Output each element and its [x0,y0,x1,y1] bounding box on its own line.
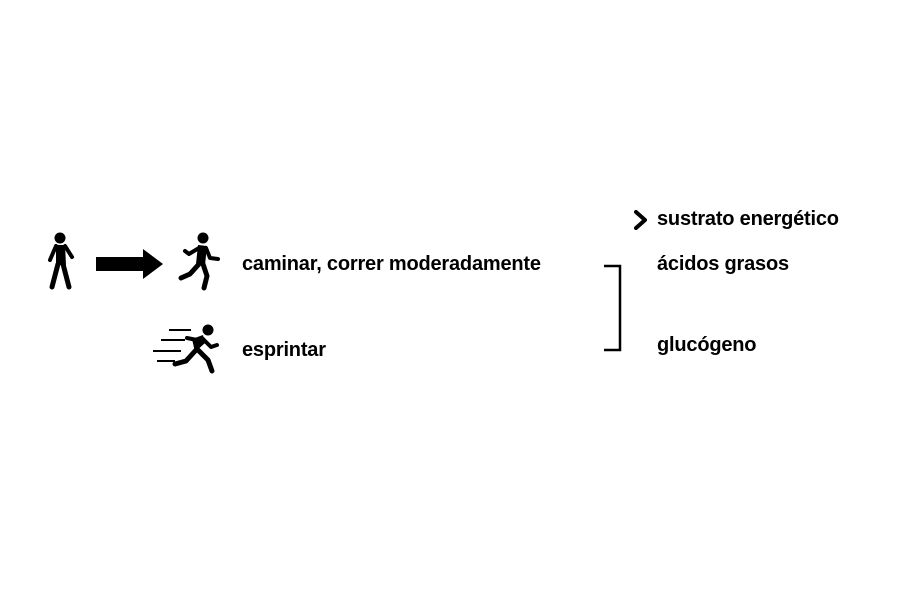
person-walking-icon [44,231,80,291]
substrate-header: sustrato energético [657,208,839,230]
substrate-fat: ácidos grasos [657,253,789,275]
person-running-icon [176,231,222,291]
activity-label-moderate: caminar, correr moderadamente [242,253,541,275]
substrate-glycogen: glucógeno [657,334,757,356]
person-sprinting-icon [151,323,223,375]
chevron-right-icon [633,209,649,231]
activity-label-sprint: esprintar [242,339,326,361]
arrow-right-icon [95,248,165,280]
bracket-connector [598,258,624,354]
